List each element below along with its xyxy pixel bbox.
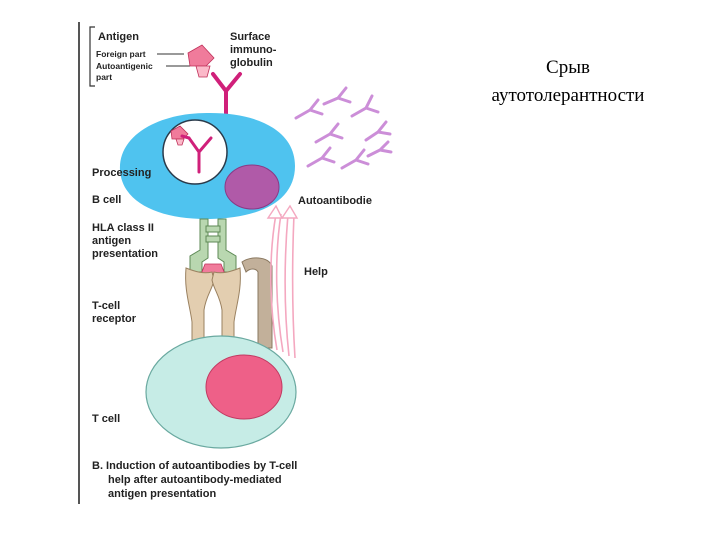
surface-ig-label: Surface bbox=[230, 31, 270, 43]
tcr-label-2: receptor bbox=[92, 313, 137, 325]
antigen-foreign-part-shape bbox=[187, 44, 215, 67]
processing-label: Processing bbox=[92, 167, 151, 179]
processing-vesicle bbox=[162, 119, 228, 185]
antigen-autoantigenic-part-shape bbox=[195, 65, 211, 78]
b-cell-nucleus bbox=[224, 164, 280, 210]
figure-caption-3: antigen presentation bbox=[108, 488, 216, 500]
legend-autoantigenic-part-label: Autoantigenic bbox=[96, 61, 153, 71]
help-arrow bbox=[284, 213, 290, 357]
help-arrow bbox=[291, 213, 296, 359]
help-arrows bbox=[266, 204, 299, 359]
tcr-label: T-cell bbox=[92, 300, 120, 312]
surface-immunoglobulin-icon bbox=[211, 72, 242, 118]
legend-autoantigenic-part-label-2: part bbox=[96, 72, 112, 82]
autoantibody-icon bbox=[306, 146, 336, 168]
autoantibody-icon bbox=[340, 148, 370, 170]
hla-class-ii-rung bbox=[205, 235, 221, 243]
autoantibodies-cluster bbox=[294, 86, 393, 170]
hla-label-3: presentation bbox=[92, 248, 158, 260]
autoantibody-icon bbox=[350, 94, 380, 118]
tcr-right-chain bbox=[211, 267, 241, 341]
autoantibodies-label: Autoantibodie bbox=[298, 195, 372, 207]
hla-label-2: antigen bbox=[92, 235, 131, 247]
t-cell-label: T cell bbox=[92, 413, 120, 425]
b-cell-label: B cell bbox=[92, 194, 121, 206]
help-arrowhead bbox=[266, 204, 284, 219]
legend-bracket bbox=[89, 26, 95, 87]
autoantibody-icon bbox=[364, 120, 392, 142]
internalized-antigen-part-icon bbox=[175, 138, 185, 146]
autoantibody-icon bbox=[366, 140, 393, 158]
help-arrow bbox=[270, 213, 278, 351]
autoantibody-icon bbox=[314, 122, 344, 144]
slide-title: Срыв аутотолерантности bbox=[456, 54, 680, 110]
autoantibody-icon bbox=[294, 98, 324, 120]
t-cell-nucleus bbox=[205, 354, 283, 420]
tcr-left-chain bbox=[185, 267, 215, 341]
help-arrow bbox=[275, 213, 284, 353]
figure-caption-2: help after autoantibody-mediated bbox=[108, 474, 282, 486]
slide-title-line: аутотолерантности bbox=[491, 85, 645, 106]
slide-title-line: Срыв bbox=[546, 57, 590, 78]
hla-class-ii-rung bbox=[205, 225, 221, 233]
legend-antigen-label: Antigen bbox=[98, 31, 139, 43]
autoantibody-icon bbox=[322, 86, 352, 106]
legend-foreign-part-label: Foreign part bbox=[96, 49, 146, 59]
help-label: Help bbox=[304, 266, 328, 278]
hla-label: HLA class II bbox=[92, 222, 154, 234]
figure-left-rule bbox=[78, 22, 80, 504]
surface-ig-label-3: globulin bbox=[230, 57, 273, 69]
internalized-immunoglobulin-icon bbox=[180, 134, 213, 174]
surface-ig-label-2: immuno- bbox=[230, 44, 277, 56]
co-receptor-stalk bbox=[241, 257, 273, 349]
figure-caption: B. Induction of autoantibodies by T-cell bbox=[92, 460, 297, 472]
help-arrowhead bbox=[280, 204, 299, 219]
